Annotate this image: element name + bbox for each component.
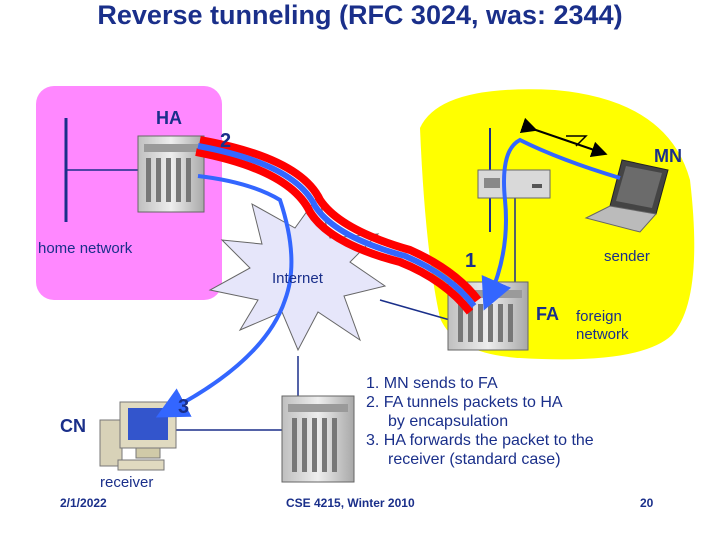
path-mn-to-fa xyxy=(481,137,621,311)
cn-workstation-icon xyxy=(99,401,177,471)
step-item-1: 1. MN sends to FA xyxy=(366,374,594,393)
step-3-text: 3. HA forwards the packet to the xyxy=(366,432,594,449)
footer-date: 2/1/2022 xyxy=(60,496,107,510)
ha-label: HA xyxy=(156,108,182,128)
cn-label: CN xyxy=(60,416,86,436)
step-3-text-cont: receiver (standard case) xyxy=(388,451,561,468)
tunnel-red-outer xyxy=(195,148,474,315)
internet-link-fa xyxy=(379,299,451,321)
path-ha-to-cn xyxy=(155,174,294,418)
footer-page-number: 20 xyxy=(640,496,654,510)
step-2-text: 2. FA tunnels packets to HA xyxy=(366,394,563,411)
foreign-router-icon xyxy=(477,169,551,199)
mn-label: MN xyxy=(654,146,682,166)
wireless-zigzag xyxy=(566,135,588,147)
step-2-number: 2 xyxy=(220,130,232,152)
fa-label: FA xyxy=(536,304,560,324)
footer-course: CSE 4215, Winter 2010 xyxy=(286,496,415,510)
foreign-network-label-1: foreign xyxy=(576,308,622,325)
foreign-network-label-2: network xyxy=(576,326,629,343)
wireless-link-arrow xyxy=(519,117,608,157)
receiver-label: receiver xyxy=(100,474,154,491)
slide-title: Reverse tunneling (RFC 3024, was: 2344) xyxy=(97,0,623,30)
step-2-text-cont: by encapsulation xyxy=(388,413,509,430)
ha-server-icon xyxy=(137,135,205,213)
steps-list: 1. MN sends to FA 2. FA tunnels packets … xyxy=(366,374,594,469)
tunnel-red-inner xyxy=(199,136,482,303)
mn-laptop-icon xyxy=(584,159,669,233)
sender-label: sender xyxy=(604,248,650,265)
internet-cloud xyxy=(208,194,387,352)
step-1-number: 1 xyxy=(465,250,477,272)
step-item-2: 2. FA tunnels packets to HA by encapsulat… xyxy=(366,393,594,431)
internet-router-icon xyxy=(281,395,355,483)
home-network-label: home network xyxy=(38,240,133,257)
tunnel-blue-core xyxy=(197,143,477,308)
step-3-number: 3 xyxy=(178,396,190,418)
internet-label: Internet xyxy=(272,270,323,287)
step-1-text: 1. MN sends to FA xyxy=(366,375,498,392)
step-item-3: 3. HA forwards the packet to the receiver… xyxy=(366,431,594,469)
